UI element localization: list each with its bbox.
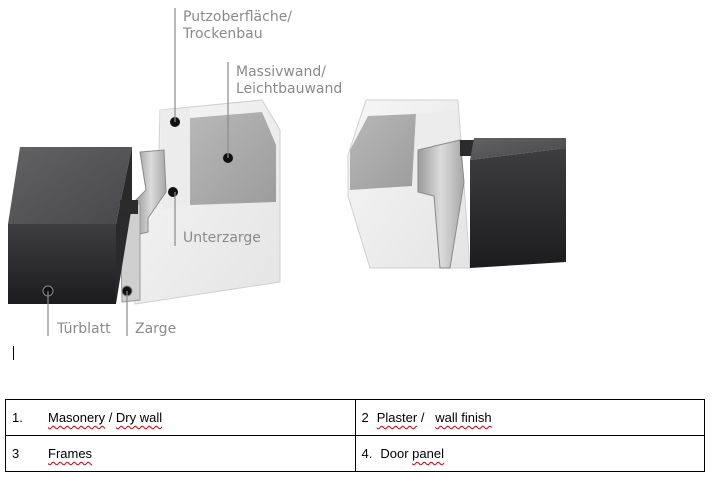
legend-num: 1. [12,410,23,425]
legend-sep: / [105,410,116,425]
seal-left [120,200,138,214]
door-leaf-top-left [8,147,132,224]
right-assembly [347,99,566,269]
legend-cell-3: 3 Frames [5,435,356,472]
legend-sep: / [417,410,436,425]
door-leaf-top-right [470,138,566,160]
masonry-core-left [190,112,276,205]
legend-text: Plaster [376,410,418,425]
legend-text: wall finish [435,410,492,425]
legend-text: Door [380,446,409,461]
door-leaf-front-right [470,148,566,268]
legend-text: Frames [48,446,93,461]
legend-num: 4. [361,446,373,461]
legend-num: 3 [12,446,20,461]
label-massiv-line2: Leichtbauwand [236,81,342,97]
legend-text: Masonery [48,410,106,425]
legend-cell-4: 4. Door panel [354,435,705,472]
door-leaf-edge-left [116,147,132,304]
table-row: 3 Frames 4. Door panel [5,435,705,472]
marker-unterzarge [168,187,178,197]
frame-profile-left [135,149,167,236]
label-putz-line2: Trockenbau [182,26,263,42]
legend-text: Dry wall [115,410,163,425]
legend-cell-2: 2 Plaster / wall finish [354,399,705,436]
label-zarge: Zarge [135,321,176,337]
text-cursor [13,346,14,360]
left-assembly [8,8,281,336]
wall-side-shade-left [160,108,190,210]
table-row: 1. Masonery / Dry wall 2 Plaster / wall fi… [5,399,705,436]
label-putz-line1: Putzoberfläche/ [183,9,292,25]
door-leaf-front-left [8,224,116,304]
masonry-core-right [350,114,416,190]
legend-num: 2 [361,410,369,425]
legend-cell-1: 1. Masonery / Dry wall [5,399,356,436]
label-unterzarge: Unterzarge [183,230,261,246]
seal-right [460,140,474,156]
legend-table: 1. Masonery / Dry wall 2 Plaster / wall fi… [5,399,705,472]
legend-text: panel [412,446,444,461]
label-tuerblatt: Türblatt [56,321,111,337]
label-massiv-line1: Massivwand/ [236,64,326,80]
door-frame-diagram: Putzoberfläche/ Trockenbau Massivwand/ L… [8,8,566,337]
